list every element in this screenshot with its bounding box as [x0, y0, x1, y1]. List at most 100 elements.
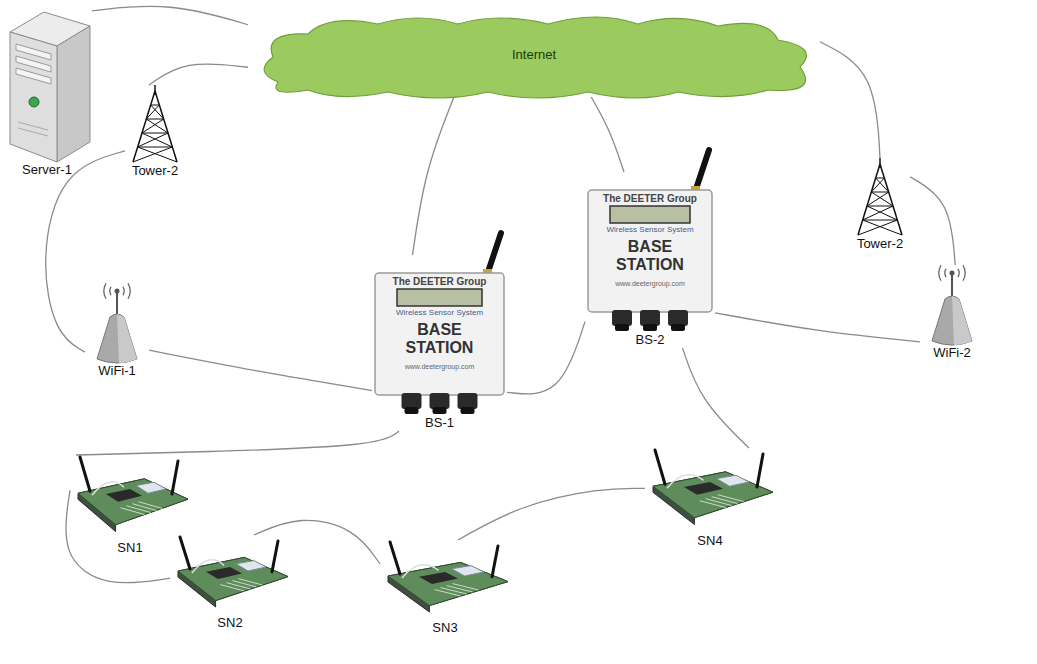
- tower-icon: [125, 85, 185, 163]
- board-trace: [132, 504, 156, 511]
- wifi-node: WiFi-2: [920, 265, 984, 361]
- tower-brace: [858, 220, 897, 235]
- board-cable: [92, 482, 124, 495]
- network-link: [149, 64, 248, 85]
- board-antenna: [655, 450, 665, 484]
- tower-bar: [871, 192, 888, 193]
- board-edge: [388, 562, 508, 612]
- circuit-board: [178, 557, 288, 600]
- sn-icon: [645, 448, 775, 533]
- circuit-board: [388, 562, 508, 605]
- board-trace: [441, 588, 467, 594]
- cable-gland-cap: [461, 407, 475, 414]
- tower-bar: [863, 220, 898, 221]
- board-cable: [667, 475, 704, 488]
- cloud-label: Internet: [512, 47, 556, 63]
- sn-node: SN4: [645, 448, 775, 549]
- network-link: [413, 97, 454, 255]
- network-link: [910, 177, 955, 265]
- power-button: [29, 97, 39, 107]
- bs-housing: [375, 273, 504, 395]
- cloud-node: Internet: [248, 12, 820, 97]
- cable-gland: [612, 310, 632, 326]
- wifi-tip: [115, 289, 120, 294]
- cable-gland: [430, 393, 450, 409]
- board-trace: [447, 586, 473, 592]
- device-label: Server-1: [2, 162, 92, 178]
- panel-label: BASE STATION: [399, 321, 480, 356]
- tower-brace: [142, 119, 164, 133]
- device-label: SN1: [70, 540, 190, 556]
- sn-node: SN1: [70, 455, 190, 556]
- board-cable: [192, 560, 224, 573]
- tower-bar: [151, 105, 160, 106]
- module: [136, 482, 166, 493]
- drive-bay: [16, 68, 51, 84]
- tower-node: Tower-2: [125, 85, 185, 179]
- board-trace: [712, 497, 738, 504]
- tower-mast: [879, 158, 881, 168]
- cable-gland: [402, 393, 422, 409]
- board-antenna: [757, 454, 763, 487]
- device-label: BS-2: [585, 332, 715, 348]
- network-link: [507, 322, 585, 394]
- device-label: BS-1: [372, 415, 507, 431]
- wifi-tip: [950, 271, 955, 276]
- tower-brace: [863, 220, 902, 235]
- panel-label: BASE STATION: [610, 238, 690, 273]
- bs-display: [397, 289, 482, 306]
- device-label: SN2: [170, 615, 290, 631]
- panel-label: www.deetergroup.com: [590, 280, 710, 288]
- tower-brace: [867, 192, 889, 206]
- network-link: [683, 348, 750, 448]
- board-edge: [78, 479, 188, 532]
- sn-icon: [70, 455, 190, 540]
- wifi-base: [932, 296, 972, 345]
- wifi-shade: [952, 296, 972, 345]
- sn-icon: [170, 535, 290, 615]
- board-cable: [402, 565, 439, 578]
- tower-brace: [867, 206, 897, 220]
- tower-brace: [142, 133, 172, 147]
- bs-display: [610, 206, 690, 223]
- device-label: WiFi-1: [85, 363, 149, 379]
- wifi-wave: [110, 287, 111, 295]
- wifi-wave: [128, 283, 130, 298]
- wifi-shade: [117, 314, 137, 363]
- server-node: Server-1: [2, 2, 92, 178]
- sn-node: SN2: [170, 535, 290, 631]
- tower-bar: [876, 178, 885, 179]
- bs-antenna: [487, 233, 501, 275]
- network-link: [76, 431, 399, 455]
- sn-icon: [380, 540, 510, 620]
- network-link: [715, 313, 920, 342]
- board-trace: [435, 590, 461, 596]
- network-link: [92, 6, 248, 24]
- network-link: [820, 42, 880, 158]
- board-trace: [220, 585, 244, 591]
- board-trace: [718, 495, 744, 502]
- tower-icon: [850, 158, 910, 236]
- network-link: [591, 97, 624, 172]
- bs-node: BS-1The DEETER GroupWireless Sensor Syst…: [372, 255, 507, 431]
- board-trace: [232, 581, 256, 587]
- network-link: [254, 520, 380, 564]
- chip: [419, 572, 458, 584]
- bs-housing: [588, 190, 712, 312]
- wifi-icon: [920, 265, 984, 345]
- board-trace: [453, 584, 479, 590]
- wifi-wave: [945, 269, 946, 277]
- tower-brace: [146, 119, 168, 133]
- server-side: [57, 26, 90, 162]
- panel-label: www.deetergroup.com: [379, 363, 500, 371]
- tower-brace: [138, 133, 168, 147]
- wifi-wave: [958, 269, 959, 277]
- device-label: WiFi-2: [920, 345, 984, 361]
- board-antenna: [172, 461, 178, 494]
- cable-gland: [668, 310, 688, 326]
- chip: [684, 482, 723, 495]
- panel-label: Wireless Sensor System: [590, 226, 710, 235]
- board-antenna: [390, 542, 400, 574]
- cable-gland: [640, 310, 660, 326]
- board-trace: [226, 583, 250, 589]
